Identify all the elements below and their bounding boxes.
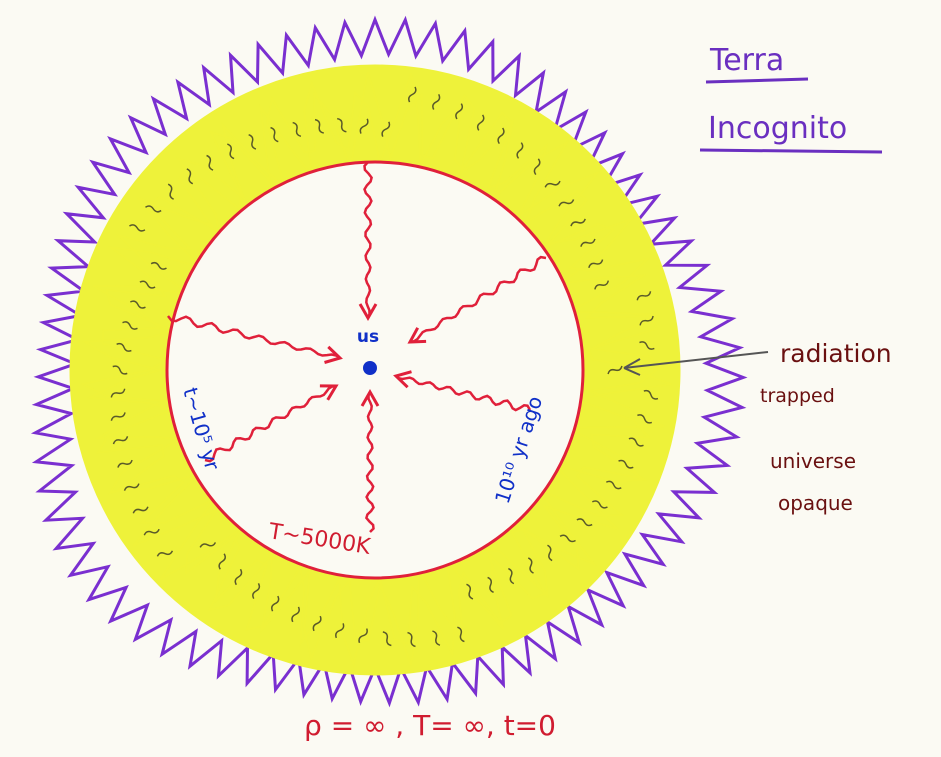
annotation-line-4: opaque — [778, 491, 853, 515]
title-line-2: Incognito — [708, 111, 847, 146]
title-underline-2 — [700, 150, 882, 152]
annotation-line-1: radiation — [780, 339, 892, 368]
annotation-line-2: trapped — [760, 385, 835, 407]
title-underline-1 — [706, 79, 808, 82]
title-line-1: Terra — [709, 43, 784, 78]
observer-label: us — [357, 327, 379, 347]
observer-dot — [363, 361, 377, 375]
annotation-line-3: universe — [770, 449, 856, 473]
bottom-caption: ρ = ∞ , T= ∞, t=0 — [304, 709, 556, 742]
